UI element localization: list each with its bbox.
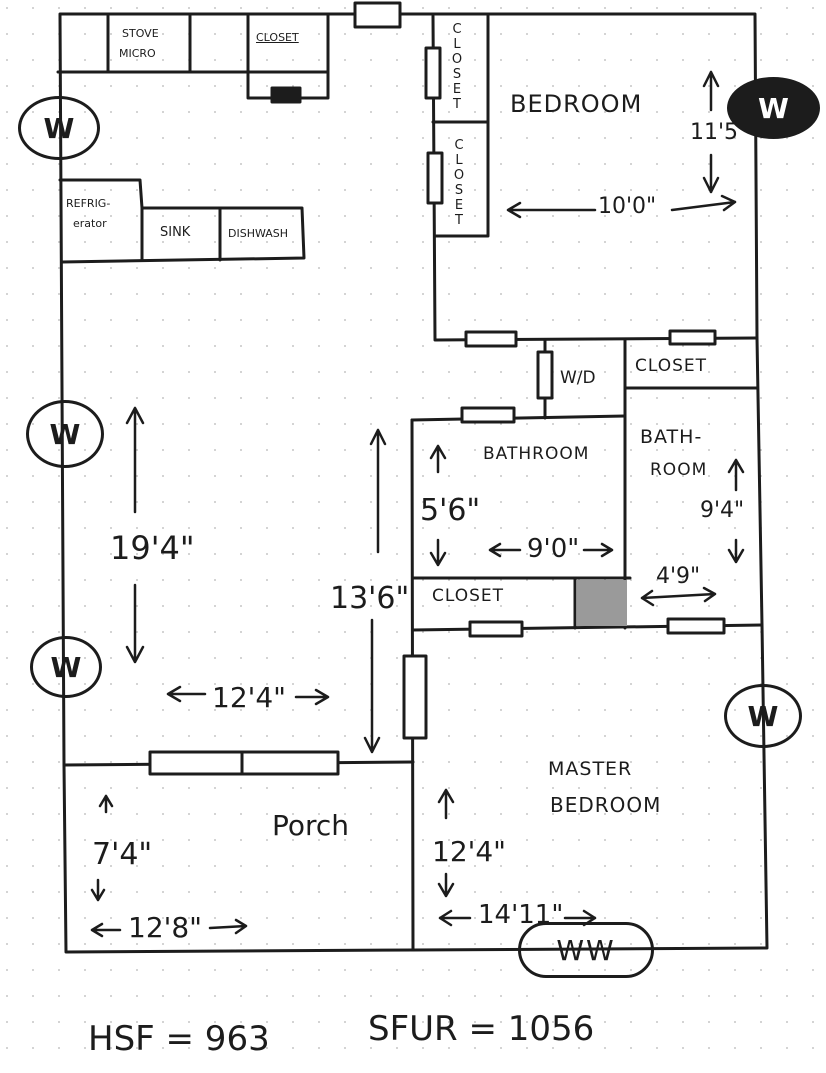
dimension-hall-length: 13'6" [330,581,410,616]
dimension-bedroom-depth: 11'5" [690,120,749,145]
dimension-porch-width: 12'8" [128,911,203,944]
total-sfur: SFUR = 1056 [368,1009,595,1049]
fixture-label-refrigerator-2: erator [73,217,107,230]
fixture-label-closet-kitchen: CLOSET [256,31,299,44]
window-symbol-bedroom: W [727,77,820,139]
fixture-label-refrigerator-1: REFRIG- [66,197,111,210]
double-window-symbol-master: WW [518,922,654,978]
room-label-master-1: MASTER [548,758,633,780]
kitchen-lower-counter [58,178,306,264]
door-bedroom [464,330,518,348]
fixture-label-micro: MICRO [119,47,156,60]
porch-door [148,750,340,776]
bedroom-walls [431,14,759,342]
window-symbol-living-upper: W [26,400,104,468]
fixture-label-closet-center: CLOSET [432,586,505,606]
door-master [402,654,428,740]
fixture-label-closet-right: CLOSET [635,356,708,376]
door-bathroom-right [666,617,726,635]
room-label-bedroom: BEDROOM [510,90,643,118]
door-closet-1 [424,46,442,100]
fixture-label-sink: SINK [160,225,191,240]
window-symbol-master: W [724,684,802,748]
dimension-arrows [90,70,745,938]
dimension-bedroom-width: 10'0" [598,194,657,219]
dimension-living-width: 12'4" [212,681,287,714]
door-bathroom [460,406,516,424]
dimension-porch-depth: 7'4" [92,837,153,872]
room-label-bathroom-right-1: BATH- [640,426,703,448]
dimension-master-depth: 12'4" [432,835,507,868]
fixture-label-closet-vertical-top: CLOSET [451,22,463,112]
door-closet-2 [426,151,444,205]
kitchen-top-counter [56,12,330,104]
fixture-label-wd: W/D [560,368,596,388]
room-label-porch: Porch [272,809,350,842]
dimension-living-length: 19'4" [110,529,195,567]
fixture-label-closet-vertical-bottom: CLOSET [453,138,465,228]
door-top [353,1,402,29]
room-label-master-2: BEDROOM [550,793,662,817]
door-bath-closet [468,620,524,638]
dimension-bath-height: 5'6" [420,493,481,528]
dimension-bath2-width: 4'9" [656,564,701,589]
dimension-bath-width: 9'0" [527,534,580,564]
total-hsf: HSF = 963 [88,1019,270,1059]
window-symbol-kitchen: W [18,96,100,160]
dimension-bath2-height: 9'4" [700,498,745,523]
shaded-chase [577,580,627,626]
room-label-bathroom: BATHROOM [483,444,590,464]
door-closet-right [668,329,717,346]
door-wd [536,350,554,400]
fixture-label-stove: STOVE [122,27,159,40]
room-label-bathroom-right-2: ROOM [650,460,708,480]
window-symbol-living-lower: W [30,636,102,698]
fixture-label-dishwasher: DISHWASH [228,227,289,240]
